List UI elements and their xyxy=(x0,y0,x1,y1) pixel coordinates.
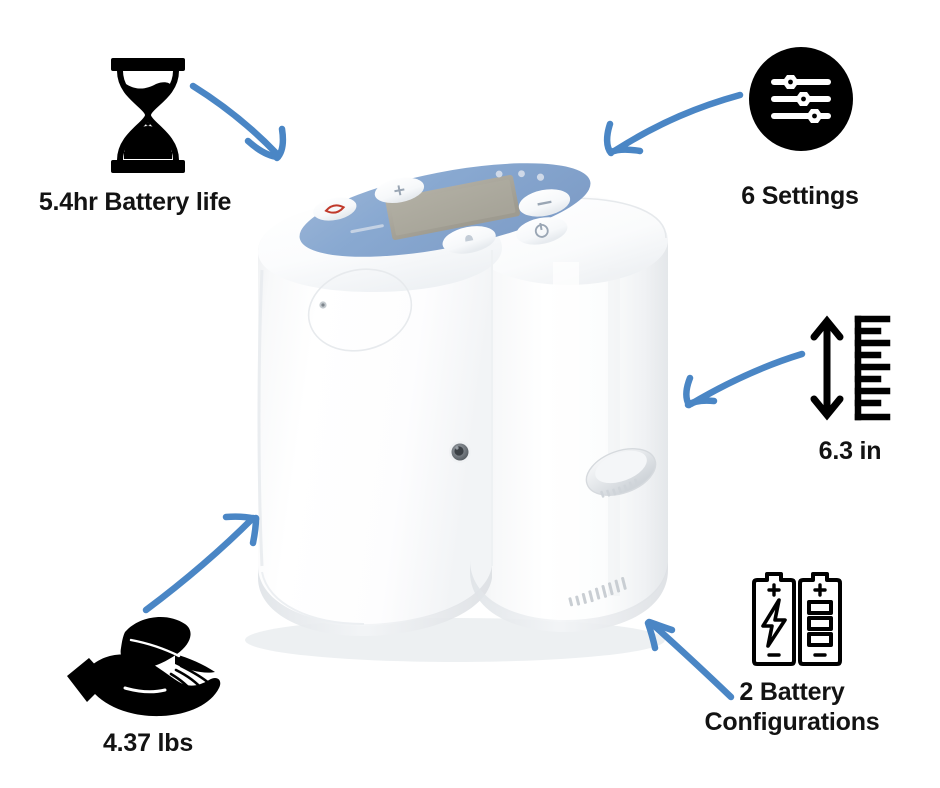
battery-config-label-line2: Configurations xyxy=(704,708,880,736)
oxygen-outlet-port xyxy=(449,441,471,463)
power-button xyxy=(516,217,568,245)
device-front-body xyxy=(257,201,502,626)
two-batteries-icon xyxy=(739,568,845,672)
ruler-height-icon xyxy=(806,313,892,423)
hand-feather-icon xyxy=(63,614,233,720)
bell-button xyxy=(442,226,496,254)
lower-vent-slots xyxy=(568,576,627,607)
settings-label: 6 Settings xyxy=(741,182,859,210)
height-label: 6.3 in xyxy=(818,437,882,465)
weight-label: 4.37 lbs xyxy=(102,729,194,757)
minus-button xyxy=(518,189,571,217)
hourglass-icon xyxy=(103,58,193,173)
battery-life-label: 5.4hr Battery life xyxy=(38,188,232,216)
plus-button xyxy=(374,177,425,204)
front-oval-recess xyxy=(307,268,413,352)
sliders-settings-icon xyxy=(749,47,853,151)
upper-vent-grille xyxy=(585,448,657,498)
control-panel xyxy=(299,163,591,257)
battery-config-label-line1: 2 Battery xyxy=(739,678,845,706)
device-base-strip xyxy=(258,558,668,636)
alarm-indicator xyxy=(313,197,357,221)
